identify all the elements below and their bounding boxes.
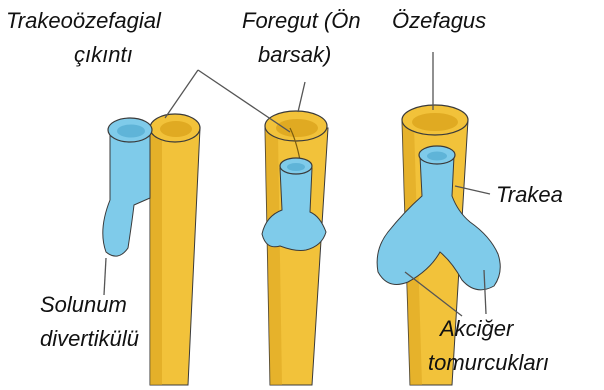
label-tracheoesophageal-line1: Trakeoözefagial (6, 8, 161, 34)
stage-3-foregut (377, 105, 500, 385)
label-foregut-line2: barsak) (258, 42, 331, 68)
leader-tracheoesophageal-right (198, 70, 290, 132)
stage-2-foregut (262, 111, 328, 385)
leader-resp-diverticulum (104, 258, 106, 295)
label-trachea: Trakea (496, 182, 563, 208)
label-lung-buds-line1: Akciğer (440, 316, 513, 342)
label-resp-diverticulum-line1: Solunum (40, 292, 127, 318)
label-lung-buds-line2: tomurcukları (428, 350, 549, 376)
label-tracheoesophageal-line2: çıkıntı (74, 42, 133, 68)
label-resp-diverticulum-line2: divertikülü (40, 326, 139, 352)
leader-foregut (298, 82, 305, 112)
leader-tracheoesophageal-left (165, 70, 198, 118)
label-foregut-line1: Foregut (Ön (242, 8, 361, 34)
label-esophagus: Özefagus (392, 8, 486, 34)
